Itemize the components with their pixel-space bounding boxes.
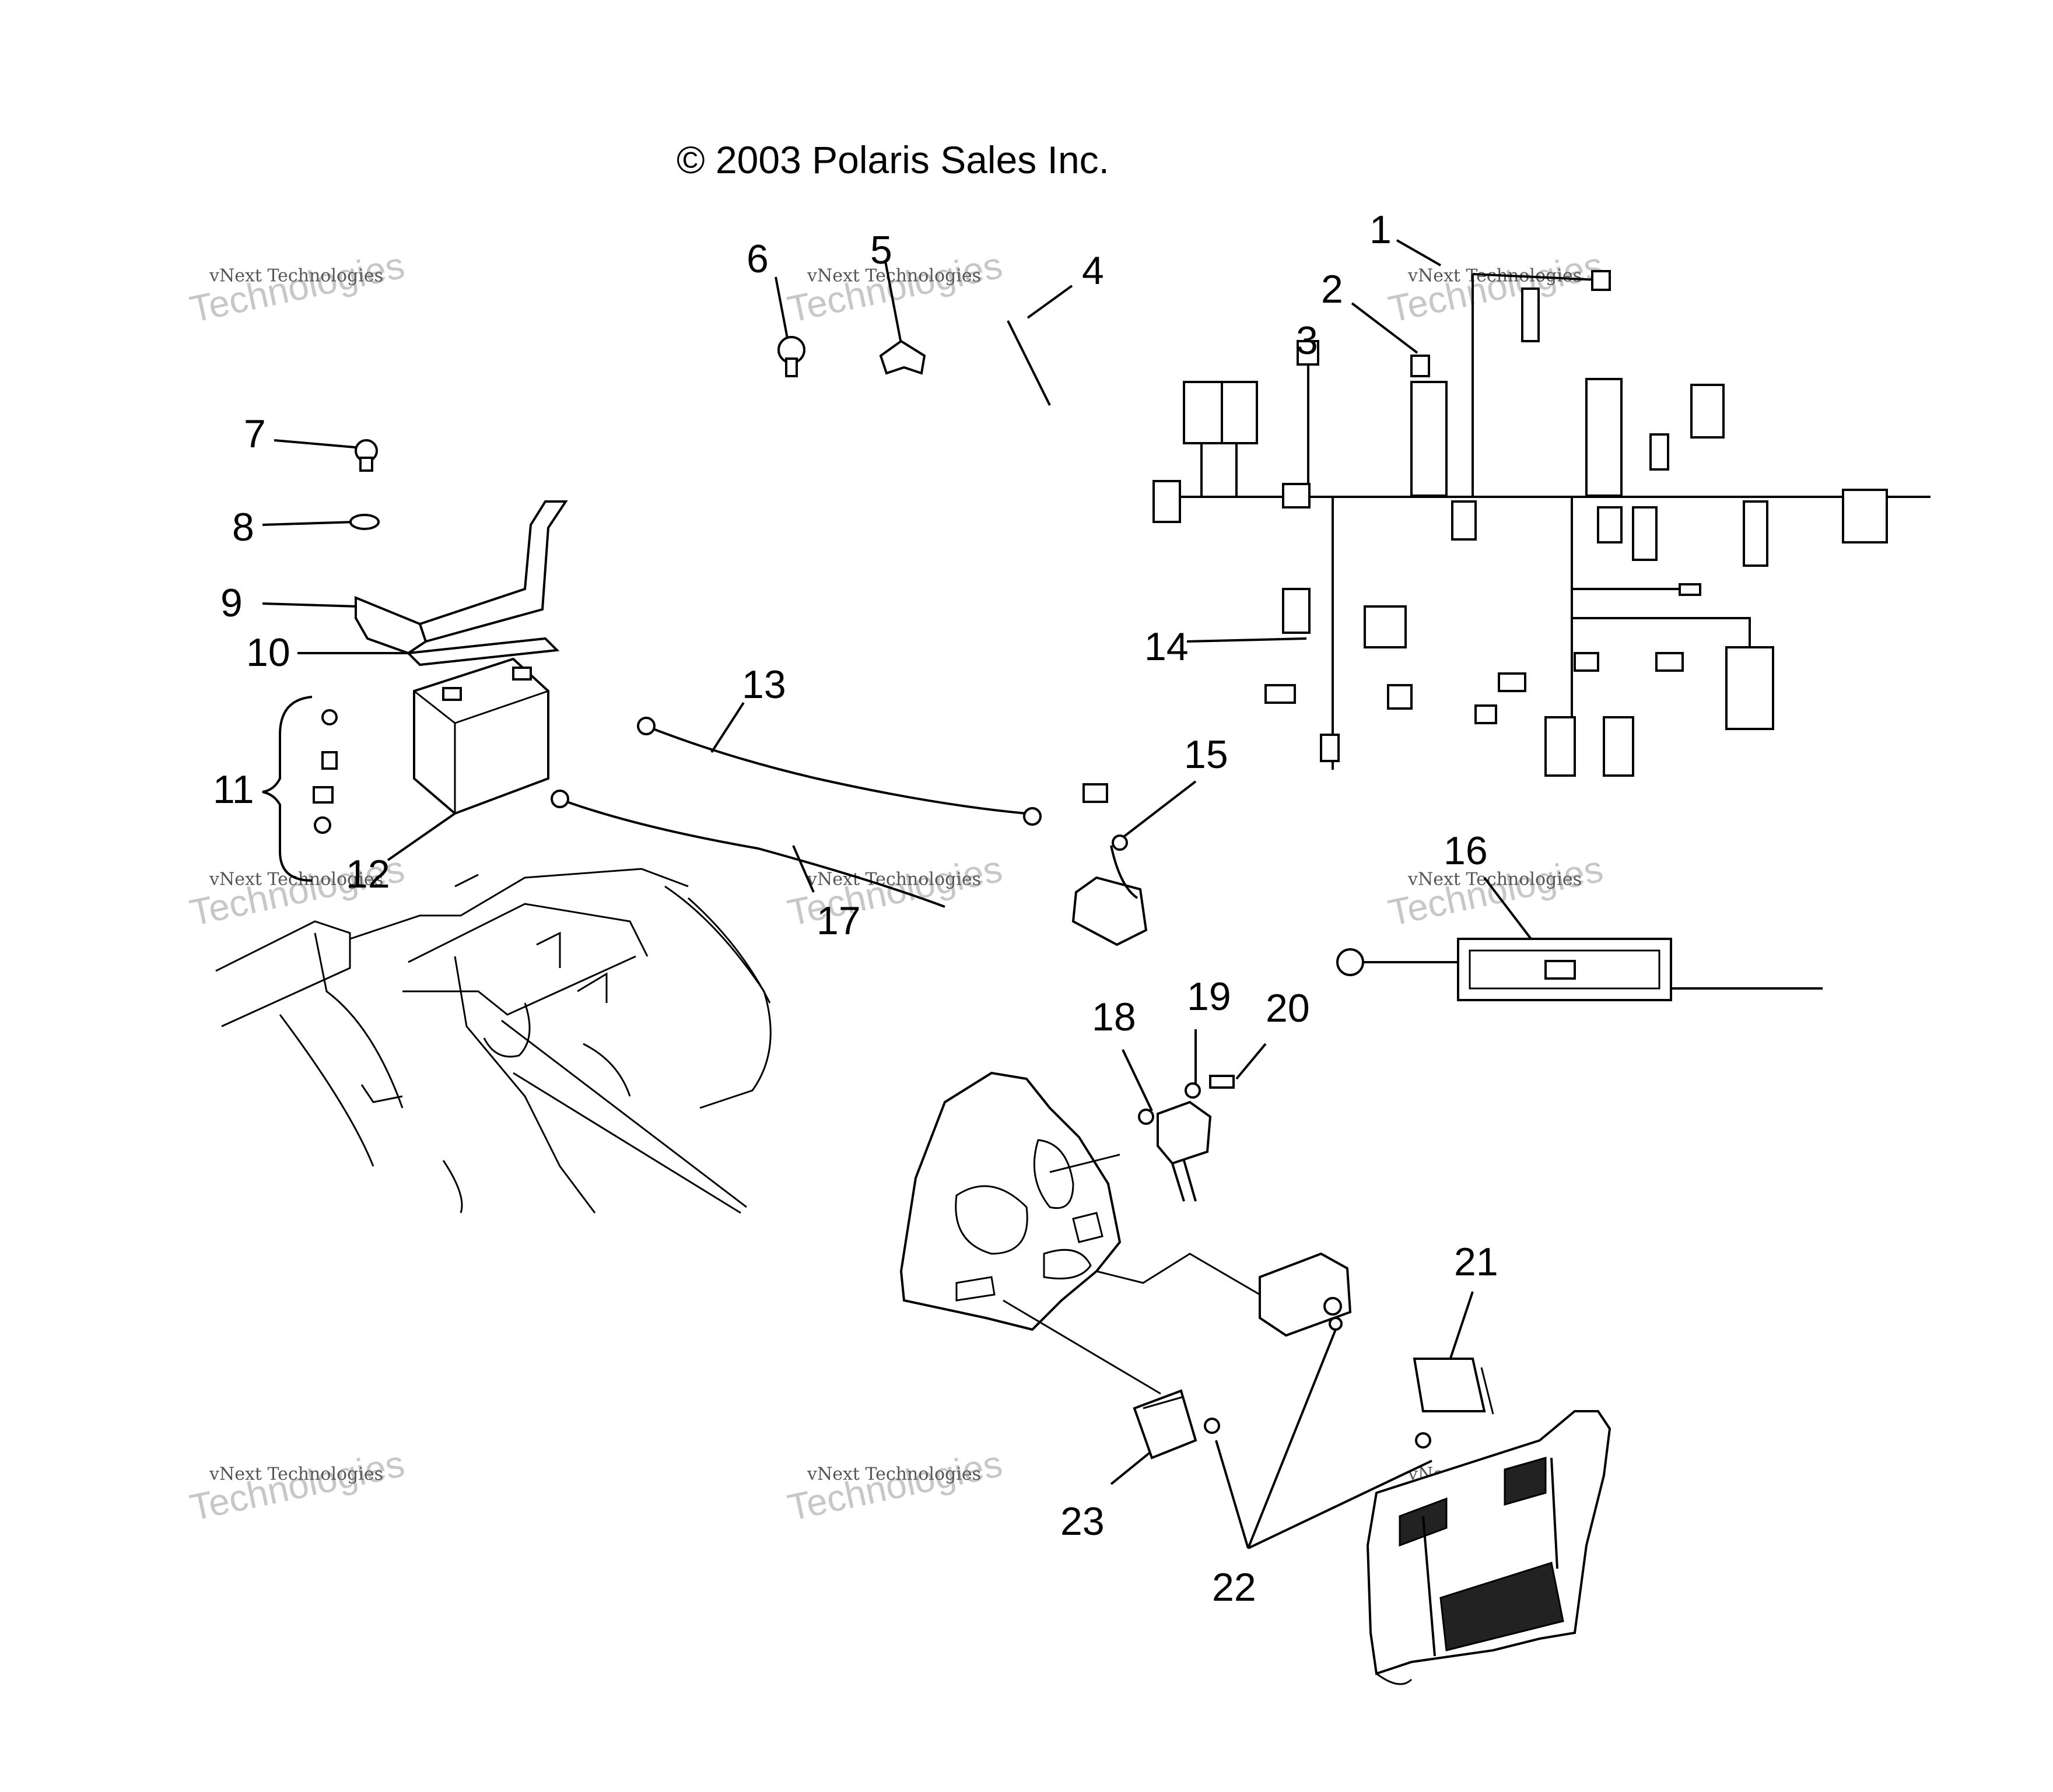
callout-4: 4 [1082,248,1104,293]
callout-22: 22 [1212,1565,1256,1609]
callout-12: 12 [346,852,390,896]
leader-lines [262,239,1532,1549]
part-21-module [1413,1358,1494,1415]
callout-1: 1 [1369,208,1392,252]
part-6-clip [777,336,805,377]
part-11-hardware [262,696,338,882]
callout-6: 6 [747,237,769,281]
callout-3: 3 [1296,318,1318,363]
callout-5: 5 [870,228,892,272]
callout-11: 11 [213,767,254,812]
callout-19: 19 [1187,974,1231,1019]
callout-18: 18 [1092,995,1136,1039]
callout-8: 8 [232,505,254,549]
part-18-19-20 [1138,1075,1235,1202]
wiring-harness [1152,270,1931,777]
part-4-rod [1007,320,1051,406]
part-12-battery [413,657,549,815]
callout-2: 2 [1321,267,1343,311]
control-panel [899,1071,1260,1395]
part-7-bolt [355,439,378,472]
callout-7: 7 [244,412,266,456]
part-9-bracket [355,500,568,655]
part-16-fuse-harness [1336,938,1823,1001]
part-15-solenoid [1071,783,1148,946]
part-10-pad [405,637,560,667]
chassis-frame [215,868,772,1214]
callout-16: 16 [1444,829,1488,873]
part-5-clip [879,339,926,375]
callout-13: 13 [742,662,786,707]
part-8-washer [349,514,380,530]
callout-21: 21 [1454,1240,1498,1284]
callout-20: 20 [1266,986,1310,1030]
front-cover [1366,1410,1611,1685]
part-13-cable [637,717,1042,826]
copyright-notice: © 2003 Polaris Sales Inc. [677,138,1110,181]
callout-23: 23 [1060,1499,1105,1544]
callout-15: 15 [1184,732,1228,777]
part-22-screws [1204,1317,1431,1449]
part-23-module [1133,1389,1197,1460]
callout-14: 14 [1144,625,1189,669]
part-17-cable [551,790,945,908]
module-box [1259,1252,1352,1337]
callout-9: 9 [220,581,243,625]
callout-10: 10 [246,630,290,675]
callout-17: 17 [817,899,861,943]
